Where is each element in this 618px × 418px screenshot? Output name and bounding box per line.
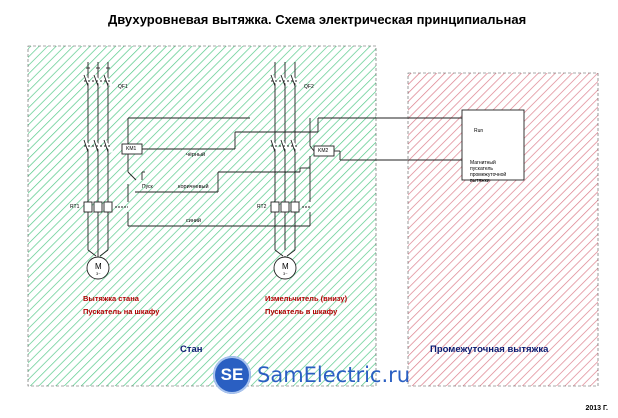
left-control-circuit	[121, 117, 470, 227]
samelectric-logo: SE SamElectric.ru	[213, 356, 410, 394]
zone-stan	[27, 45, 377, 387]
logo-badge: SE	[213, 356, 251, 394]
wire-brown-label: коричневый	[178, 184, 209, 190]
rt1-relay	[83, 201, 128, 213]
remote-box-caption: Магнитный пускатель промежуточной вытяжк…	[470, 160, 507, 184]
start-button-label: Пуск	[142, 184, 153, 190]
motor-m2-label: M	[282, 262, 289, 271]
km1-label: KM1	[126, 146, 137, 152]
qf2-label: QF2	[304, 84, 314, 90]
rt2-label: RT2	[257, 204, 267, 210]
rt2-relay	[270, 201, 310, 213]
km1-contacts	[82, 139, 114, 153]
remote-starter-box	[461, 109, 525, 181]
left-caption-2: Пускатель на шкафу	[83, 307, 160, 316]
logo-text: SamElectric.ru	[257, 363, 411, 387]
km2-contacts	[269, 139, 301, 153]
right-power-lines	[274, 62, 296, 257]
motor-m1-label: M	[95, 262, 102, 271]
wire-black-label: чёрный	[186, 152, 206, 158]
page-title: Двухуровневая вытяжка. Схема электрическ…	[108, 12, 527, 27]
remote-run-label: Run	[474, 128, 484, 134]
km2-coil	[300, 118, 341, 202]
wire-blue-label: синий	[186, 218, 202, 224]
right-caption-1: Измельчитель (внизу)	[265, 294, 348, 303]
motor-m1-sub: 3~	[96, 271, 101, 276]
zone-stan-label: Стан	[180, 344, 203, 355]
qf2-breaker	[269, 74, 301, 87]
left-caption-1: Вытяжка стана	[83, 294, 139, 303]
zone-intermediate-label: Промежуточная вытяжка	[430, 344, 549, 355]
motor-m2-sub: 3~	[283, 271, 288, 276]
year-label: 2013 Г.	[585, 405, 608, 412]
left-power-lines	[87, 62, 109, 257]
qf1-breaker	[82, 67, 114, 87]
qf1-label: QF1	[118, 84, 128, 90]
right-caption-2: Пускатель в шкафу	[265, 307, 338, 316]
km2-label: KM2	[318, 148, 329, 154]
rt1-label: RT1	[70, 204, 80, 210]
